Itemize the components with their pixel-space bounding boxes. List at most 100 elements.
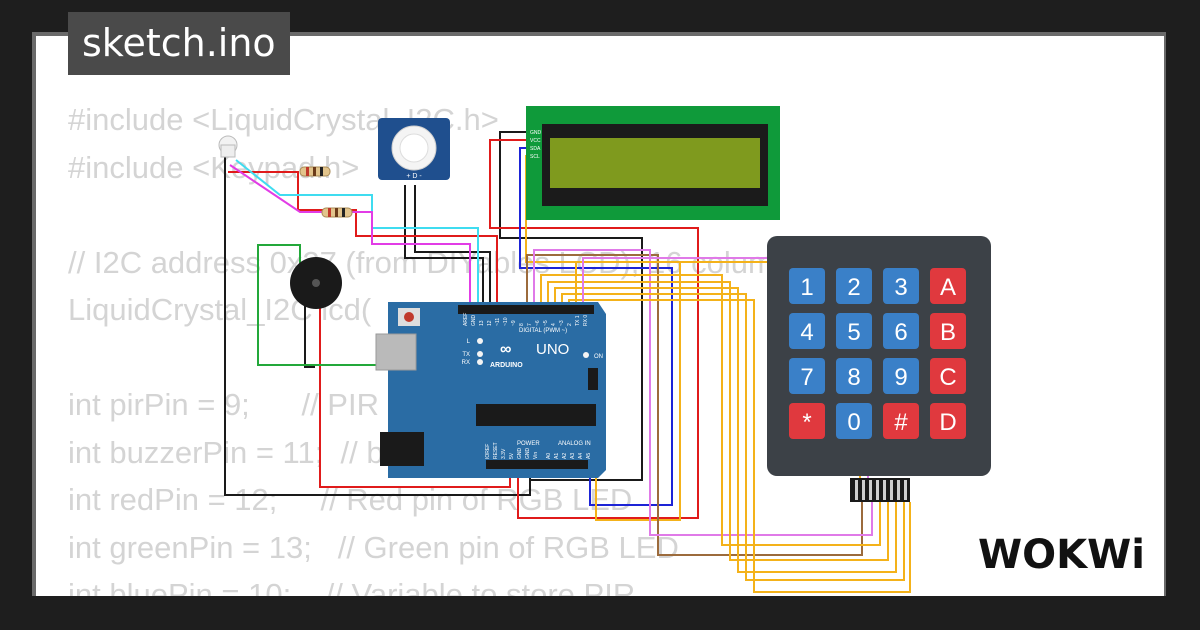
- keypad-key[interactable]: [883, 313, 919, 349]
- lcd-pin-label: GND: [530, 130, 542, 136]
- pin-label: 5V: [509, 452, 515, 459]
- keypad-key[interactable]: [883, 403, 919, 439]
- pin-label: RESET: [493, 442, 499, 459]
- keypad-key-label: 8: [847, 364, 860, 391]
- keypad-key-label: A: [940, 274, 956, 301]
- keypad-key[interactable]: [789, 313, 825, 349]
- keypad-key[interactable]: [836, 268, 872, 304]
- keypad-pin: [862, 480, 865, 500]
- wire: [224, 150, 531, 496]
- keypad-key-label: 6: [894, 319, 907, 346]
- keypad-key-label: *: [802, 409, 811, 436]
- pin-label: Vin: [533, 452, 539, 459]
- keypad-key[interactable]: [930, 403, 966, 439]
- keypad-key-label: #: [894, 409, 908, 436]
- led-label: TX: [462, 352, 470, 358]
- pin-label: ~5: [543, 320, 549, 326]
- pin-label: ~3: [559, 320, 565, 326]
- pin-label: ~11: [495, 318, 501, 326]
- pir-sensor[interactable]: + D -: [378, 118, 450, 180]
- lcd-display[interactable]: GND VCC SDA SCL: [526, 106, 780, 220]
- pin-label: 8: [519, 323, 525, 326]
- wires: [224, 131, 911, 593]
- code-line: int bluePin = 10; // Variable to store P…: [68, 577, 636, 596]
- resistor[interactable]: [299, 166, 331, 177]
- arduino-uno[interactable]: ∞ UNO ARDUINO DIGITAL (PWM ~) ON POWER A…: [375, 302, 606, 478]
- wire: [533, 249, 873, 536]
- wire: [499, 131, 643, 481]
- buzzer[interactable]: [290, 257, 342, 309]
- pin-label: GND: [525, 448, 531, 460]
- analog-header: ANALOG IN: [558, 441, 591, 447]
- keypad-key-label: 3: [894, 274, 907, 301]
- resistor[interactable]: [321, 207, 353, 218]
- keypad-key[interactable]: [836, 403, 872, 439]
- pin-label: RX 0: [583, 315, 589, 326]
- pin-label: ~6: [535, 320, 541, 326]
- lcd-pin-label: VCC: [530, 138, 541, 144]
- keypad-key[interactable]: [883, 268, 919, 304]
- keypad-key-label: D: [939, 409, 956, 436]
- power-header: POWER: [517, 441, 540, 447]
- code-line: #include <Keypad.h>: [68, 149, 360, 185]
- pin-label: ~10: [503, 317, 509, 326]
- wire: [540, 274, 881, 546]
- wire: [489, 139, 699, 519]
- keypad-pin: [904, 480, 907, 500]
- digital-header: DIGITAL (PWM ~): [519, 328, 567, 334]
- wire: [519, 147, 673, 506]
- on-label: ON: [594, 354, 603, 360]
- code-line: int greenPin = 13; // Green pin of RGB L…: [68, 529, 679, 565]
- lcd-pin-labels: GND VCC SDA SCL: [530, 130, 542, 160]
- keypad-key[interactable]: [930, 268, 966, 304]
- keypad-key[interactable]: [836, 313, 872, 349]
- keypad-key-label: 4: [800, 319, 813, 346]
- keypad-key[interactable]: [789, 403, 825, 439]
- pin-label: A4: [578, 453, 584, 459]
- led-label: L: [467, 339, 471, 345]
- wire: [561, 293, 905, 581]
- keypad-pin: [876, 480, 879, 500]
- pin-label: A0: [546, 453, 552, 459]
- pin-label: GND: [517, 448, 523, 460]
- pin-label: TX 1: [575, 315, 581, 326]
- pin-label: A5: [586, 453, 592, 459]
- lcd-pin-label: SDA: [530, 146, 541, 152]
- pin-label: ~9: [511, 320, 517, 326]
- wire: [547, 281, 889, 561]
- pin-label: A1: [554, 453, 560, 459]
- pin-label: 3.3V: [501, 448, 507, 459]
- keypad-pin: [855, 480, 858, 500]
- keypad-key[interactable]: [789, 358, 825, 394]
- lcd-pin-label: SCL: [530, 154, 540, 160]
- rgb-led[interactable]: [218, 135, 238, 158]
- wire: [319, 300, 511, 488]
- keypad-key[interactable]: [836, 358, 872, 394]
- code-preview: #include <LiquidCrystal_I2C.h>#include <…: [68, 96, 967, 596]
- keypad-key[interactable]: [930, 358, 966, 394]
- keypad-pin: [869, 480, 872, 500]
- keypad-key-label: B: [940, 319, 956, 346]
- wire: [554, 287, 897, 573]
- keypad-key[interactable]: [789, 268, 825, 304]
- pir-pin-labels: + D -: [406, 173, 422, 180]
- keypad-key-label: 5: [847, 319, 860, 346]
- pin-label: A2: [562, 453, 568, 459]
- pin-label: 4: [551, 323, 557, 326]
- keypad-key[interactable]: [930, 313, 966, 349]
- code-line: LiquidCrystal_I2C lcd(: [68, 292, 372, 327]
- reset-button[interactable]: [404, 312, 414, 322]
- keypad-key[interactable]: [883, 358, 919, 394]
- keypad-pin: [897, 480, 900, 500]
- pin-label: 7: [527, 323, 533, 326]
- wokwi-logo: WOKWi: [978, 532, 1145, 578]
- pin-label: A3: [570, 453, 576, 459]
- page-title: sketch.ino: [68, 12, 290, 75]
- pin-label: 12: [487, 320, 493, 326]
